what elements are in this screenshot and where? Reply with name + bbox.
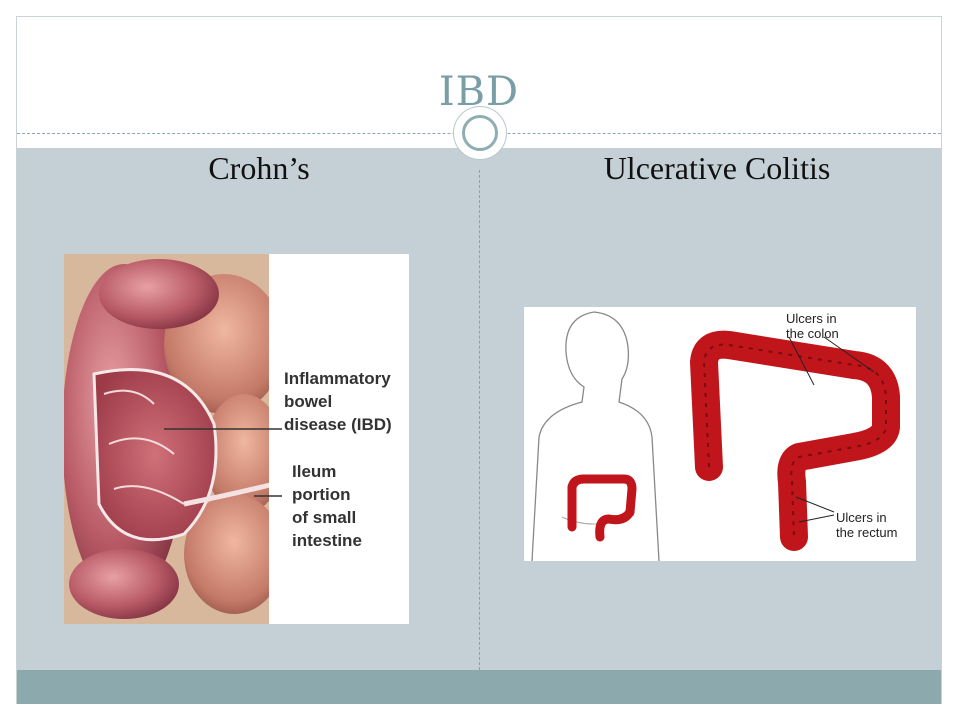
colitis-illustration: Ulcers in the colon Ulcers in the rectum <box>524 307 916 561</box>
column-divider <box>479 170 480 670</box>
circle-ornament-inner <box>462 115 498 151</box>
label-colon-line1: Ulcers in <box>786 311 837 326</box>
colitis-image[interactable]: Ulcers in the colon Ulcers in the rectum <box>524 307 916 561</box>
label-ibd-line2: bowel <box>284 392 332 411</box>
right-column-heading[interactable]: Ulcerative Colitis <box>603 150 831 186</box>
label-ileum-line4: intestine <box>292 531 362 550</box>
left-column-heading[interactable]: Crohn’s <box>208 150 310 186</box>
label-ibd-line1: Inflammatory <box>284 369 391 388</box>
label-ibd-line3: disease (IBD) <box>284 415 392 434</box>
bottom-bar <box>17 670 941 704</box>
label-ileum-line3: of small <box>292 508 356 527</box>
label-rectum-line2: the rectum <box>836 525 897 540</box>
crohns-image[interactable]: Inflammatory bowel disease (IBD) Ileum p… <box>64 254 409 624</box>
label-ileum-line2: portion <box>292 485 351 504</box>
crohns-illustration: Inflammatory bowel disease (IBD) Ileum p… <box>64 254 409 624</box>
label-rectum-line1: Ulcers in <box>836 510 887 525</box>
label-ileum-line1: Ileum <box>292 462 336 481</box>
label-colon-line2: the colon <box>786 326 839 341</box>
circle-ornament-icon <box>453 106 507 160</box>
